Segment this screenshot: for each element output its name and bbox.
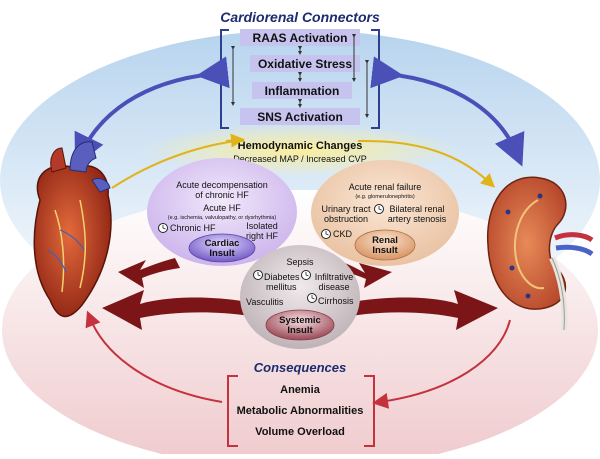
connector-double-arrows: [231, 34, 369, 118]
systemic-infiltrative-2: disease: [318, 282, 349, 292]
clock-icon: [307, 293, 317, 303]
maroon-arrow-cardiac-to-heart: [118, 258, 180, 288]
cardiac-insult-pill: [188, 233, 256, 263]
connector-oxidative: Oxidative Stress: [258, 57, 352, 71]
systemic-cirrhosis: Cirrhosis: [318, 296, 354, 306]
cardiac-bubble: [147, 158, 297, 266]
systemic-infiltrative-1: Infiltrative: [315, 272, 354, 282]
cardiac-right-hf-1: Isolated: [246, 221, 278, 231]
renal-arf-note: (e.g. glomerulonephritis): [355, 194, 414, 200]
connector-box-oxidative: [250, 55, 360, 72]
cardiac-chronic-hf: Chronic HF: [170, 223, 216, 233]
kidney-illustration: [486, 176, 594, 331]
clock-icon: [374, 204, 384, 214]
renal-ckd: CKD: [333, 229, 353, 239]
systemic-insult-2: Insult: [287, 325, 313, 336]
clock-icon: [301, 270, 311, 280]
hemodynamic-title: Hemodynamic Changes: [238, 140, 363, 152]
heart-illustration: [33, 141, 112, 318]
cardiac-acute-decomp-1: Acute decompensation: [176, 180, 268, 190]
red-arrow-to-heart: [85, 310, 223, 403]
consequences-left-bracket: [227, 375, 238, 447]
systemic-diabetes-2: mellitus: [266, 282, 297, 292]
maroon-arrow-systemic-to-kidney: [350, 290, 498, 330]
renal-uto-2: obstruction: [324, 214, 368, 224]
blue-arrow-heart-connectors: [74, 56, 230, 167]
consequence-volume: Volume Overload: [255, 426, 345, 438]
connector-inflammation: Inflammation: [265, 84, 340, 98]
renal-insult-2: Insult: [372, 245, 398, 256]
cardiac-acute-decomp-2: of chronic HF: [195, 190, 249, 200]
renal-insult-1: Renal: [372, 235, 398, 246]
gold-arrow-right: [357, 139, 496, 188]
renal-uto-1: Urinary tract: [321, 204, 371, 214]
systemic-sepsis: Sepsis: [286, 257, 314, 267]
consequences-right-bracket: [364, 375, 375, 447]
connector-box-sns: [240, 108, 360, 125]
clock-icon: [321, 229, 331, 239]
hemodynamic-subtitle: Decreased MAP / Increased CVP: [233, 154, 366, 164]
systemic-insult-1: Systemic: [279, 315, 321, 326]
connector-box-inflammation: [252, 82, 352, 99]
connector-sns: SNS Activation: [257, 110, 343, 124]
renal-arf: Acute renal failure: [349, 182, 422, 192]
cardiac-acute-hf-note: (e.g. ischemia, valvulopathy, or dysrhyt…: [168, 215, 277, 221]
renal-bras-2: artery stenosis: [388, 214, 447, 224]
clock-icon: [158, 223, 168, 233]
connector-raas: RAAS Activation: [253, 31, 348, 45]
cardiac-insult-1: Cardiac: [205, 238, 240, 249]
renal-insult-pill: [354, 229, 416, 261]
blue-arrow-kidney-connectors: [370, 56, 525, 167]
systemic-vasculitis: Vasculitis: [246, 297, 284, 307]
renal-bras-1: Bilateral renal: [389, 204, 444, 214]
consequences-title: Consequences: [254, 360, 346, 375]
renal-bubble: [311, 160, 459, 266]
consequence-metabolic: Metabolic Abnormalities: [237, 405, 364, 417]
clock-icon: [253, 270, 263, 280]
systemic-insult-pill: [265, 309, 335, 341]
red-arrow-to-consequences: [372, 319, 511, 409]
cardiac-acute-hf: Acute HF: [203, 203, 241, 213]
maroon-arrow-systemic-to-heart: [102, 290, 250, 330]
consequence-anemia: Anemia: [280, 384, 321, 396]
connector-box-raas: [240, 29, 360, 46]
connectors-title: Cardiorenal Connectors: [220, 9, 380, 25]
cardiac-insult-2: Insult: [209, 248, 235, 259]
systemic-diabetes-1: Diabetes: [264, 272, 300, 282]
cardiac-right-hf-2: right HF: [246, 231, 279, 241]
